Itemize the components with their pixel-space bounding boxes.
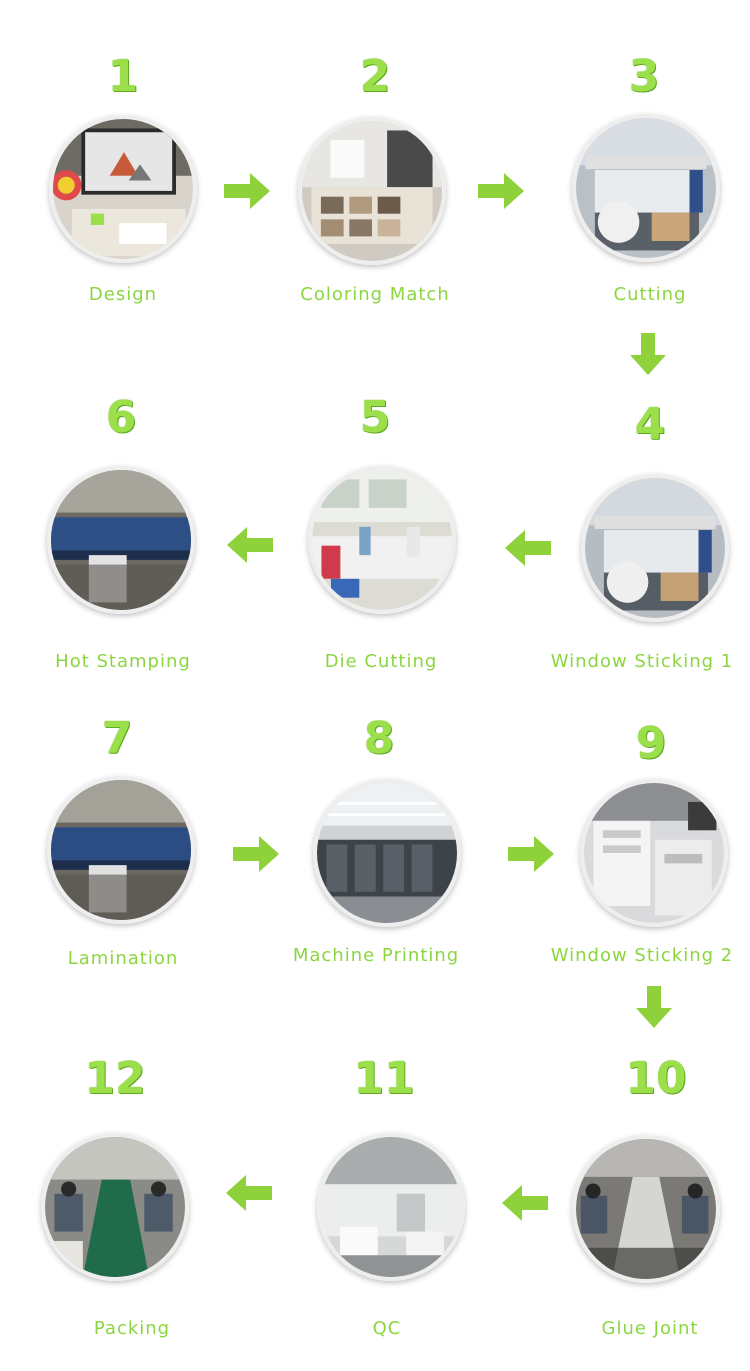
left-arrow-icon [503,528,551,568]
left-arrow-icon [500,1183,548,1223]
step-number: 11 [353,1053,415,1104]
step-photo-machine-printing [313,779,461,927]
left-arrow-icon [225,525,273,565]
step-photo-die-cutting [308,466,456,614]
step-photo-design [49,115,197,263]
step-label: Die Cutting [324,651,438,672]
right-arrow-icon [233,834,281,874]
right-arrow-icon [508,834,556,874]
step-photo-hot-stamping [47,466,195,614]
step-number: 7 [101,713,133,764]
step-number: 10 [625,1053,687,1104]
right-arrow-icon [478,171,526,211]
step-label: Lamination [67,948,179,969]
step-number: 4 [634,399,666,450]
step-photo-cutting [572,114,720,262]
step-photo-window-sticking-1 [581,474,729,622]
step-photo-lamination [47,776,195,924]
step-number: 5 [359,392,391,443]
step-label: Glue Joint [601,1318,699,1339]
step-number: 9 [635,718,667,769]
left-arrow-icon [224,1173,272,1213]
step-label: Packing [93,1318,171,1339]
step-label: Window Sticking 1 [550,651,734,672]
step-label: Hot Stamping [55,651,191,672]
step-photo-packing [41,1133,189,1281]
step-number: 8 [363,713,395,764]
step-number: 12 [84,1053,146,1104]
step-number: 6 [105,392,137,443]
step-label: Coloring Match [300,284,450,305]
step-photo-window-sticking-2 [580,779,728,927]
down-arrow-icon [626,333,670,377]
step-label: Design [88,284,158,305]
step-label: Window Sticking 2 [550,945,734,966]
right-arrow-icon [224,171,272,211]
step-photo-coloring-match [298,117,446,265]
step-label: QC [372,1318,402,1339]
step-number: 2 [359,51,391,102]
step-label: Machine Printing [292,945,460,966]
step-number: 1 [107,51,139,102]
step-photo-glue-joint [572,1135,720,1283]
step-photo-qc [317,1133,465,1281]
step-number: 3 [628,51,660,102]
down-arrow-icon [632,986,676,1030]
step-label: Cutting [613,284,687,305]
